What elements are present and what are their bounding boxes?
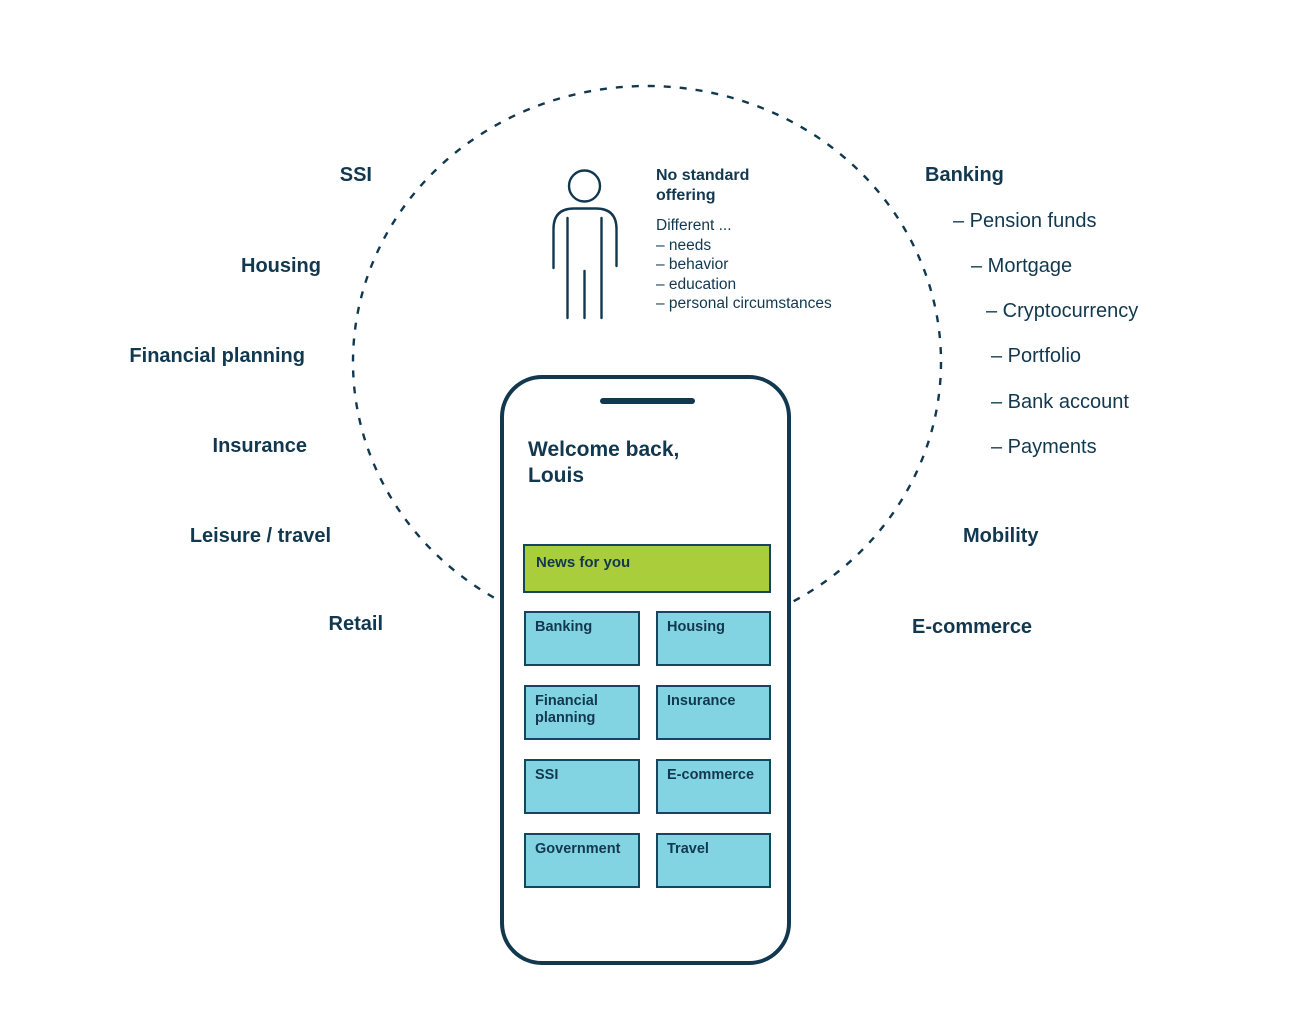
label-financial-planning: Financial planning bbox=[129, 345, 305, 367]
tile-travel[interactable]: Travel bbox=[656, 833, 771, 888]
label-insurance: Insurance bbox=[212, 435, 307, 457]
app-tile-grid: Banking Housing Financial planning Insur… bbox=[524, 611, 771, 888]
banking-item-pension-funds: – Pension funds bbox=[953, 210, 1097, 232]
person-icon bbox=[552, 169, 618, 320]
persona-note: No standard offering Different ... – nee… bbox=[656, 166, 886, 314]
tile-government[interactable]: Government bbox=[524, 833, 640, 888]
label-ssi: SSI bbox=[339, 164, 372, 186]
tile-insurance[interactable]: Insurance bbox=[656, 685, 771, 740]
persona-item-personal-circumstances: – personal circumstances bbox=[656, 295, 832, 312]
banking-item-mortgage: – Mortgage bbox=[971, 255, 1073, 277]
tile-housing[interactable]: Housing bbox=[656, 611, 771, 666]
persona-intro: Different ... bbox=[656, 217, 732, 234]
persona-item-behavior: – behavior bbox=[656, 256, 729, 273]
label-mobility: Mobility bbox=[963, 525, 1039, 547]
phone-greeting-line2: Louis bbox=[528, 464, 584, 487]
phone-speaker-bar bbox=[600, 398, 695, 404]
phone-greeting: Welcome back, Louis bbox=[528, 437, 679, 489]
news-banner-label: News for you bbox=[536, 554, 631, 571]
label-ecommerce: E-commerce bbox=[912, 616, 1033, 638]
tile-banking[interactable]: Banking bbox=[524, 611, 640, 666]
tile-ecommerce[interactable]: E-commerce bbox=[656, 759, 771, 814]
persona-title: No standard offering bbox=[656, 167, 750, 204]
banking-item-cryptocurrency: – Cryptocurrency bbox=[986, 300, 1139, 322]
banking-item-bank-account: – Bank account bbox=[991, 391, 1129, 413]
label-retail: Retail bbox=[328, 613, 383, 635]
banking-item-portfolio: – Portfolio bbox=[991, 345, 1082, 367]
phone-mockup: Welcome back, Louis News for you Banking… bbox=[500, 375, 791, 965]
label-housing: Housing bbox=[241, 255, 321, 277]
label-leisure-travel: Leisure / travel bbox=[189, 525, 331, 547]
phone-greeting-line1: Welcome back, bbox=[528, 438, 680, 461]
tile-financial-planning[interactable]: Financial planning bbox=[524, 685, 640, 740]
news-banner-button[interactable]: News for you bbox=[523, 544, 771, 593]
tile-ssi[interactable]: SSI bbox=[524, 759, 640, 814]
label-banking: Banking bbox=[925, 164, 1004, 186]
persona-item-needs: – needs bbox=[656, 236, 712, 254]
persona-item-education: – education bbox=[656, 275, 737, 293]
banking-item-payments: – Payments bbox=[991, 436, 1097, 458]
